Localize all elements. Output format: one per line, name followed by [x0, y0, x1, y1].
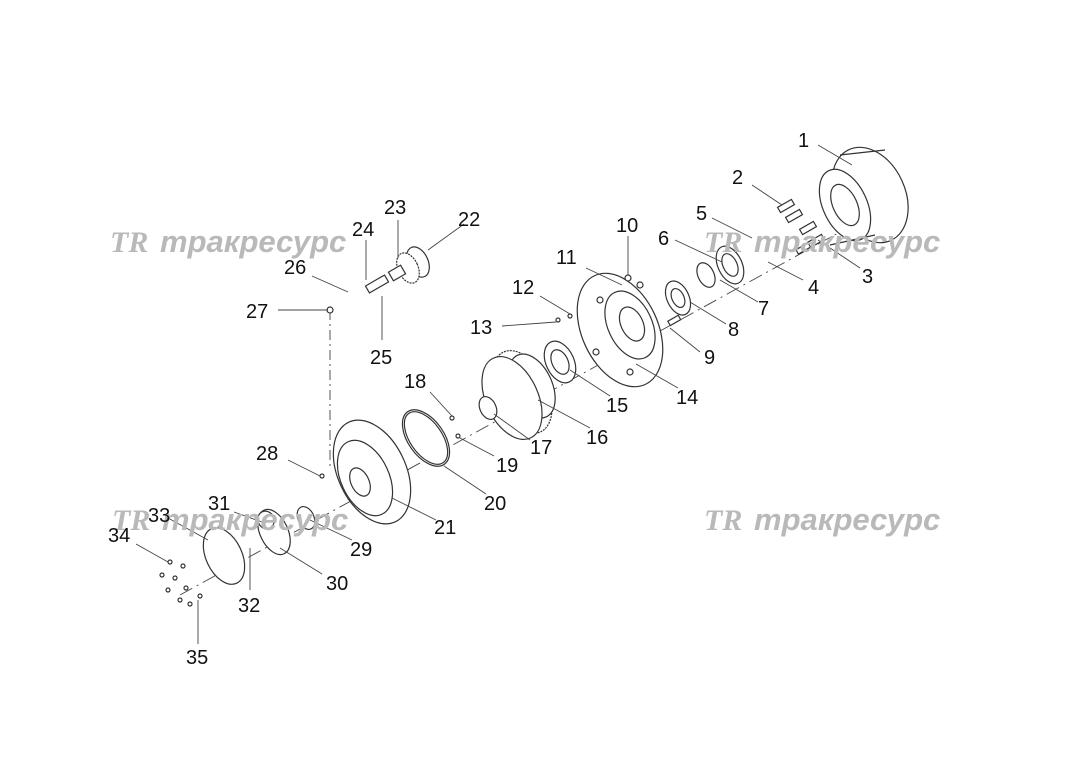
callout-8: 8: [728, 319, 739, 341]
part-planet-gear: [364, 246, 430, 294]
part-o-ring-inner: [403, 411, 449, 465]
callout-17: 17: [530, 437, 552, 459]
callout-15: 15: [606, 395, 628, 417]
leader-lines: [135, 144, 861, 644]
callout-14: 14: [676, 387, 698, 409]
callout-13: 13: [470, 317, 492, 339]
callout-20: 20: [484, 493, 506, 515]
callout-28: 28: [256, 443, 278, 465]
watermark-4: TR тракресурс: [704, 502, 940, 537]
callout-19: 19: [496, 455, 518, 477]
watermark-text: тракресурс: [754, 502, 940, 537]
callout-23: 23: [384, 197, 406, 219]
watermark-3: TR тракресурс: [112, 502, 348, 537]
part-cover-group: [202, 506, 316, 585]
part-ring-gear: [481, 350, 556, 440]
part-washer: [478, 396, 498, 420]
part-pin-19: [455, 433, 461, 439]
callout-34: 34: [108, 525, 130, 547]
callout-5: 5: [696, 203, 707, 225]
callout-11: 11: [556, 247, 577, 269]
part-planet-carrier: [332, 419, 412, 525]
callout-9: 9: [704, 347, 715, 369]
callout-2: 2: [732, 167, 743, 189]
callout-29: 29: [350, 539, 372, 561]
part-small-screws: [159, 559, 203, 607]
part-pin-13: [555, 317, 561, 323]
parts-drawing: [159, 146, 909, 607]
watermark-logo: TR: [704, 504, 742, 537]
part-pin-28: [319, 473, 325, 479]
callout-27: 27: [246, 301, 268, 323]
watermark-logo: TR: [112, 504, 150, 537]
watermark-text: тракресурс: [162, 502, 348, 537]
callout-3: 3: [862, 266, 873, 288]
callout-7: 7: [758, 298, 769, 320]
callout-10: 10: [616, 215, 638, 237]
callout-18: 18: [404, 371, 426, 393]
callout-12: 12: [512, 277, 534, 299]
callout-35: 35: [186, 647, 208, 669]
callout-24: 24: [352, 219, 374, 241]
callout-33: 33: [148, 505, 170, 527]
watermark-logo: TR: [110, 226, 148, 259]
part-bolts: [776, 198, 826, 255]
callout-1: 1: [798, 130, 809, 152]
part-pin-18: [449, 415, 455, 421]
callout-30: 30: [326, 573, 348, 595]
watermark-2: TR тракресурс: [704, 224, 940, 259]
watermark-1: TR тракресурс: [110, 224, 346, 259]
callout-31: 31: [208, 493, 230, 515]
part-drum: [818, 146, 909, 246]
part-pin-10: [624, 274, 632, 282]
callout-22: 22: [458, 209, 480, 231]
watermark-text: тракресурс: [160, 224, 346, 259]
watermark-logo: TR: [704, 226, 742, 259]
part-pin-12: [567, 313, 573, 319]
part-hub-housing: [576, 272, 682, 388]
callout-6: 6: [658, 228, 669, 250]
callout-4: 4: [808, 277, 819, 299]
callout-25: 25: [370, 347, 392, 369]
part-bearing: [543, 340, 577, 384]
callout-16: 16: [586, 427, 608, 449]
part-seals: [664, 245, 745, 316]
callout-21: 21: [434, 517, 456, 539]
callout-32: 32: [238, 595, 260, 617]
callout-26: 26: [284, 257, 306, 279]
watermark-text: тракресурс: [754, 224, 940, 259]
callout-labels: 1 2 3 4 5 6 7 8 9 10 11 12 13 14 15 16 1…: [108, 130, 873, 669]
